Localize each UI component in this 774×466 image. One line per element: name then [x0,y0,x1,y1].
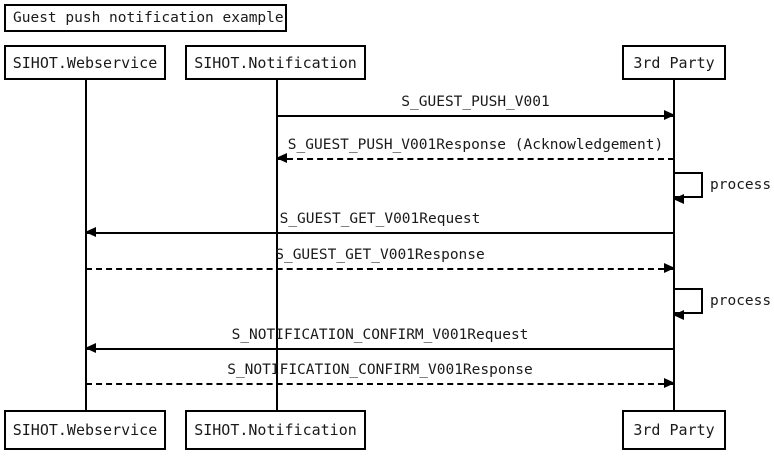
participant-head-thirdparty[interactable]: 3rd Party [622,45,726,80]
arrowhead-icon [276,153,287,163]
message-line [86,348,674,350]
self-call-1[interactable]: process [673,172,771,204]
self-call-label: process [710,293,772,309]
self-call-top-line [674,172,703,174]
participant-foot-thirdparty[interactable]: 3rd Party [622,410,726,450]
message-line [86,268,674,270]
lifeline-notification [276,78,278,412]
self-call-side-line [701,288,703,314]
arrowhead-icon [664,263,675,273]
message-line [277,158,674,160]
message-line [86,383,674,385]
arrowhead-icon [664,110,675,120]
arrowhead-icon [673,309,684,320]
self-call-top-line [674,288,703,290]
message-label: S_NOTIFICATION_CONFIRM_V001Response [227,362,533,378]
arrowhead-icon [673,193,684,204]
participant-label: 3rd Party [633,421,715,439]
self-call-2[interactable]: process [673,288,771,320]
lifeline-webservice [85,78,87,412]
message-label: S_NOTIFICATION_CONFIRM_V001Request [231,327,529,343]
message-label: S_GUEST_GET_V001Request [279,211,481,227]
self-call-label: process [710,177,772,193]
participant-label: SIHOT.Webservice [12,421,158,439]
participant-head-webservice[interactable]: SIHOT.Webservice [4,45,166,80]
participant-foot-webservice[interactable]: SIHOT.Webservice [4,410,166,450]
message-label: S_GUEST_PUSH_V001Response (Acknowledgeme… [287,137,664,153]
lifeline-thirdparty [673,78,675,412]
message-label: S_GUEST_PUSH_V001 [401,94,550,110]
arrowhead-icon [85,343,96,353]
self-call-bottom-line [674,312,703,314]
arrowhead-icon [664,378,675,388]
participant-label: SIHOT.Notification [194,421,357,439]
participant-foot-notification[interactable]: SIHOT.Notification [185,410,366,450]
participant-label: SIHOT.Notification [194,53,357,72]
participant-label: SIHOT.Webservice [12,53,158,72]
message-line [277,115,674,117]
diagram-title: Guest push notification example [13,10,284,26]
self-call-bottom-line [674,196,703,198]
participant-label: 3rd Party [633,53,715,72]
message-label: S_GUEST_GET_V001Response [275,247,485,263]
self-call-side-line [701,172,703,198]
participant-head-notification[interactable]: SIHOT.Notification [185,45,366,80]
diagram-title-box: Guest push notification example [4,4,287,32]
message-line [86,232,674,234]
arrowhead-icon [85,227,96,237]
